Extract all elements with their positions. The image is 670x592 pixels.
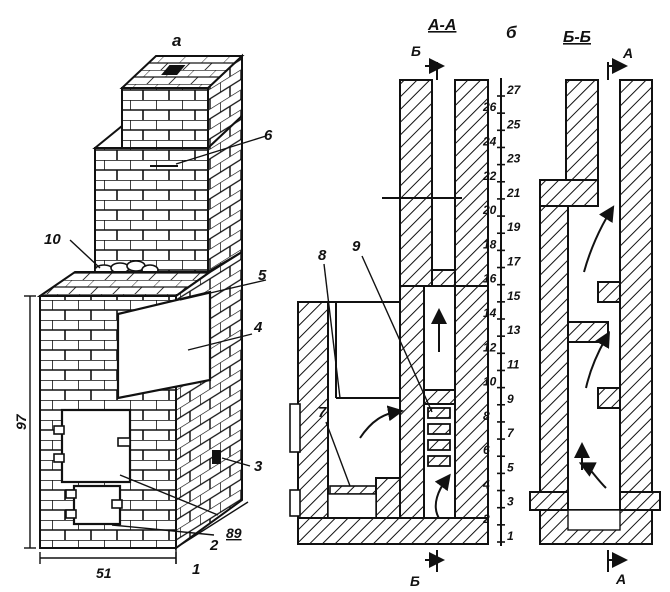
row-number-21: 21 (506, 186, 521, 200)
row-number-15: 15 (507, 289, 521, 303)
bb-wall-left (539, 205, 569, 493)
callout-1: 1 (192, 561, 200, 578)
cut-mark-top-a: А (622, 45, 633, 61)
callout-3: 3 (254, 458, 263, 475)
callout-10: 10 (44, 231, 61, 248)
callout-5: 5 (258, 267, 267, 284)
row-number-13: 13 (507, 323, 521, 337)
callout-9: 9 (352, 238, 361, 255)
row-number-17: 17 (507, 255, 522, 269)
row-number-20: 20 (482, 203, 497, 217)
chimney-opening (161, 65, 186, 75)
row-number-27: 27 (506, 83, 522, 97)
bb-wall-right (619, 79, 653, 545)
row-number-4: 4 (482, 478, 490, 492)
view-label-a: а (172, 31, 181, 50)
callout-4: 4 (253, 319, 263, 336)
heater-stones-cell (427, 407, 451, 419)
row-number-5: 5 (507, 460, 514, 474)
dimension-depth: 89 (226, 525, 242, 541)
foundation (297, 517, 489, 545)
grate (329, 485, 377, 495)
bb-chimney-left (565, 79, 599, 181)
row-number-12: 12 (483, 340, 497, 354)
cut-mark-bottom-b: Б (410, 573, 420, 589)
body-wall-outer (454, 285, 489, 545)
row-number-9: 9 (507, 392, 514, 406)
view-label-b: б (506, 23, 517, 42)
section-title-bb: Б-Б (563, 29, 591, 46)
row-number-7: 7 (507, 426, 515, 440)
row-number-19: 19 (507, 220, 521, 234)
row-number-1: 1 (507, 529, 514, 543)
callout-7: 7 (318, 404, 327, 421)
side-opening (212, 450, 221, 464)
row-number-16: 16 (483, 272, 497, 286)
cut-mark-top-b: Б (411, 43, 421, 59)
row-number-3: 3 (507, 495, 514, 509)
row-number-24: 24 (482, 134, 497, 148)
outer-wall-left (297, 301, 329, 545)
depth-dimension-line (181, 501, 249, 545)
chimney-front (121, 87, 209, 149)
isometric-view (24, 53, 267, 564)
row-number-23: 23 (506, 152, 521, 166)
row-number-6: 6 (483, 443, 490, 457)
row-number-14: 14 (483, 306, 497, 320)
body-wall-inner (399, 285, 425, 545)
row-number-25: 25 (506, 117, 521, 131)
row-number-8: 8 (483, 409, 490, 423)
row-number-2: 2 (482, 512, 490, 526)
callout-8: 8 (318, 247, 327, 264)
row-number-22: 22 (482, 169, 497, 183)
dimension-width: 51 (96, 565, 112, 581)
cut-mark-bottom-a: А (615, 571, 626, 587)
row-number-26: 26 (482, 100, 497, 114)
section-bb (529, 58, 661, 572)
chimney-wall-right (454, 79, 489, 287)
dimension-height: 97 (13, 413, 29, 430)
callout-2: 2 (209, 537, 219, 554)
section-aa (289, 58, 489, 572)
chimney-top (119, 55, 245, 89)
row-number-11: 11 (507, 357, 520, 371)
chimney-wall-left (399, 79, 433, 287)
callout-6: 6 (264, 127, 273, 144)
row-number-18: 18 (483, 237, 497, 251)
row-number-labels: 1234567891011121314151617181920212223242… (482, 83, 522, 543)
row-number-10: 10 (483, 375, 497, 389)
section-title-aa: А-А (427, 17, 456, 34)
